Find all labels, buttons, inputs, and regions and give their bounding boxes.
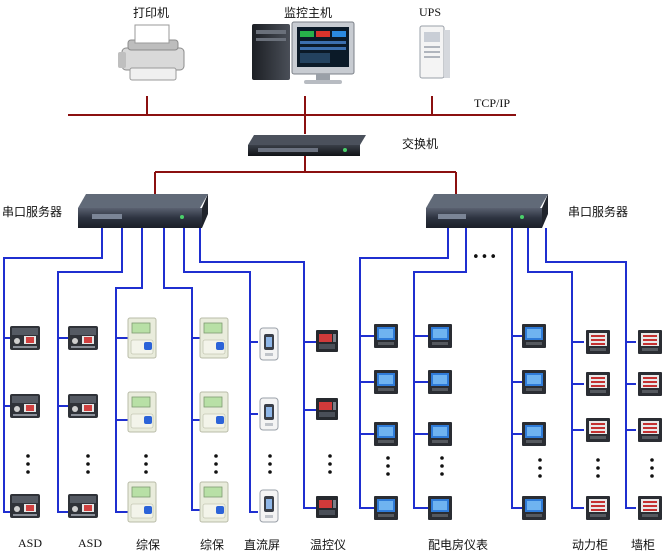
bottom-label-meters: 配电房仪表 [428, 538, 489, 552]
protection-relay-device [127, 317, 157, 359]
asd-device [10, 394, 40, 418]
protection-relay-device [127, 481, 157, 523]
meter-device [374, 496, 398, 520]
switch-label: 交换机 [402, 137, 439, 151]
cabinet-meter-device [638, 372, 662, 396]
relay-column-2 [199, 317, 229, 523]
meter-device [522, 370, 546, 394]
monitor-host-icon [252, 21, 355, 84]
asd-column-2 [68, 326, 98, 518]
meter-device [374, 324, 398, 348]
temp-controller-column [316, 330, 338, 518]
dc-panel-device [259, 397, 279, 431]
temp-controller-device [316, 398, 338, 420]
bottom-label-asd-2: ASD [78, 536, 103, 550]
meter-device [428, 422, 452, 446]
bottom-label-wall-cabinet: 墙柜 [631, 538, 656, 552]
ellipsis-label: ••• [472, 250, 499, 265]
bottom-label-temp-controller: 温控仪 [310, 538, 347, 552]
relay-column-1 [127, 317, 157, 523]
bottom-label-power-cabinet: 动力柜 [572, 538, 609, 552]
printer-label: 打印机 [133, 6, 170, 20]
temp-controller-device [316, 330, 338, 352]
cabinet-meter-device [638, 330, 662, 354]
bottom-label-dc-panel: 直流屏 [244, 538, 281, 552]
switch-uplinks [154, 156, 457, 194]
asd-device [10, 326, 40, 350]
meter-column-2 [428, 324, 452, 520]
dc-panel-device [259, 489, 279, 523]
cabinet-meter-device [586, 496, 610, 520]
cabinet-meter-device [638, 496, 662, 520]
asd-device [68, 394, 98, 418]
ups-label: UPS [419, 5, 442, 19]
asd-device [10, 494, 40, 518]
monitor-host-label: 监控主机 [284, 6, 333, 20]
tcpip-network-bus [68, 96, 516, 134]
serial-server-right-label: 串口服务器 [568, 205, 629, 219]
meter-device [428, 496, 452, 520]
meter-device [374, 370, 398, 394]
meter-device [428, 370, 452, 394]
ups-icon [419, 25, 450, 79]
tcpip-label: TCP/IP [474, 96, 511, 110]
meter-device [522, 496, 546, 520]
dc-panel-column [259, 327, 279, 523]
temp-controller-device [316, 496, 338, 518]
bottom-label-relay-1: 综保 [136, 538, 161, 552]
meter-column-3 [522, 324, 546, 520]
protection-relay-device [199, 317, 229, 359]
switch-icon [248, 135, 366, 156]
bottom-label-relay-2: 综保 [200, 538, 225, 552]
asd-device [68, 494, 98, 518]
meter-device [428, 324, 452, 348]
serial-server-left-label: 串口服务器 [2, 205, 63, 219]
cabinet-meter-device [638, 418, 662, 442]
protection-relay-device [199, 391, 229, 433]
meter-device [522, 422, 546, 446]
power-cabinet-column [586, 330, 610, 520]
dc-panel-device [259, 327, 279, 361]
serial-server-right-icon [426, 194, 548, 228]
cabinet-meter-device [586, 418, 610, 442]
cabinet-meter-device [586, 372, 610, 396]
cabinet-meter-device [586, 330, 610, 354]
protection-relay-device [127, 391, 157, 433]
meter-column-1 [374, 324, 398, 520]
meter-device [374, 422, 398, 446]
asd-device [68, 326, 98, 350]
vertical-ellipsis-marks [26, 454, 654, 478]
bottom-label-asd-1: ASD [18, 536, 43, 550]
asd-column-1 [10, 326, 40, 518]
wall-cabinet-column [638, 330, 662, 520]
printer-icon [118, 24, 185, 81]
rs485-bus-lines [3, 228, 636, 513]
serial-server-left-icon [78, 194, 208, 228]
meter-device [522, 324, 546, 348]
protection-relay-device [199, 481, 229, 523]
